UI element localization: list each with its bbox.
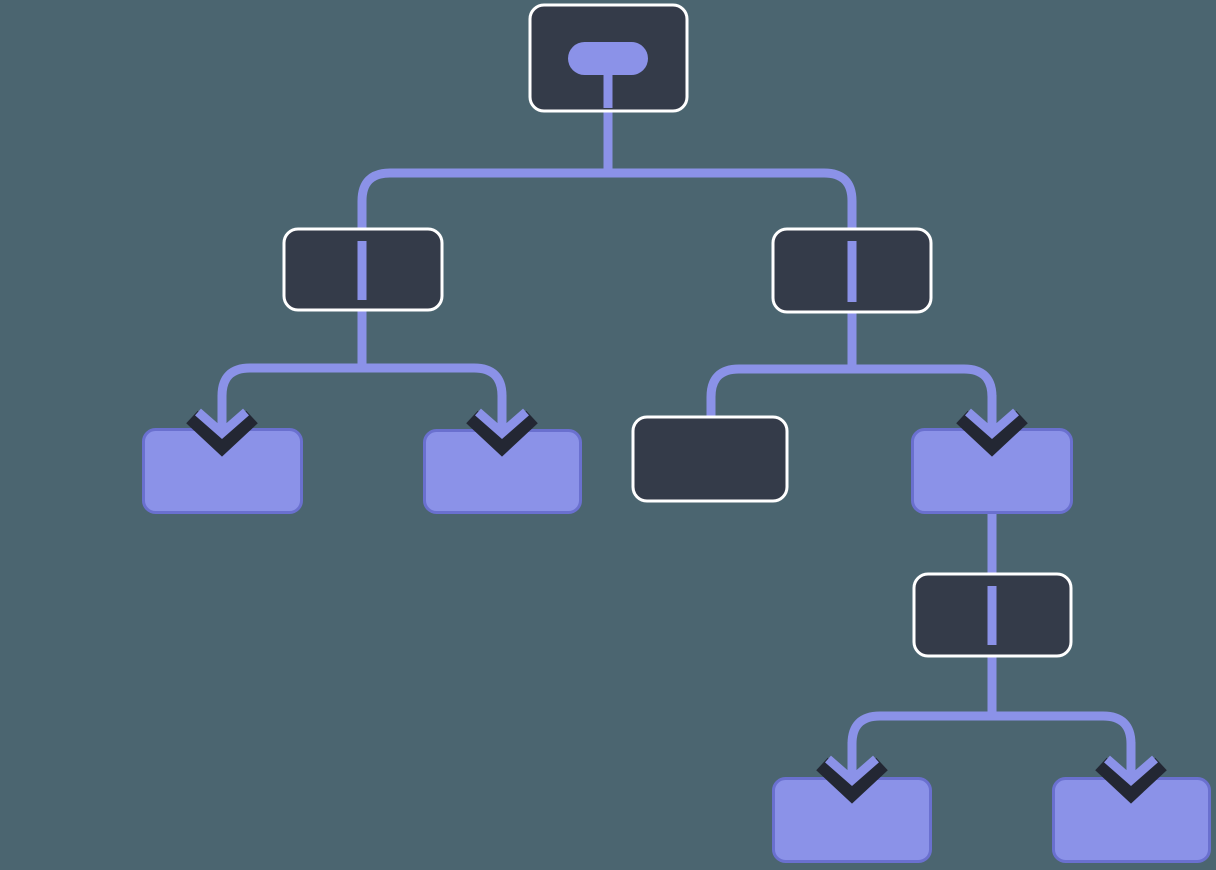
arrow-down-icon	[466, 395, 538, 457]
edge-root-to-branches	[357, 168, 857, 369]
edge-branch-bottom-to-leaves	[847, 711, 1136, 780]
edge-branch-right-to-children	[706, 364, 997, 433]
pill-glyph	[568, 42, 648, 108]
arrow-layer	[186, 395, 1167, 804]
arrow-down-icon	[816, 742, 888, 804]
node-layer	[142, 3, 1211, 863]
arrow-down-icon	[956, 395, 1028, 457]
arrow-down-icon	[186, 395, 258, 457]
glyph-layer	[357, 42, 997, 645]
node-c[interactable]	[631, 415, 789, 503]
edge-branch-left-to-leaves	[217, 363, 507, 433]
arrow-down-icon	[1095, 742, 1167, 804]
